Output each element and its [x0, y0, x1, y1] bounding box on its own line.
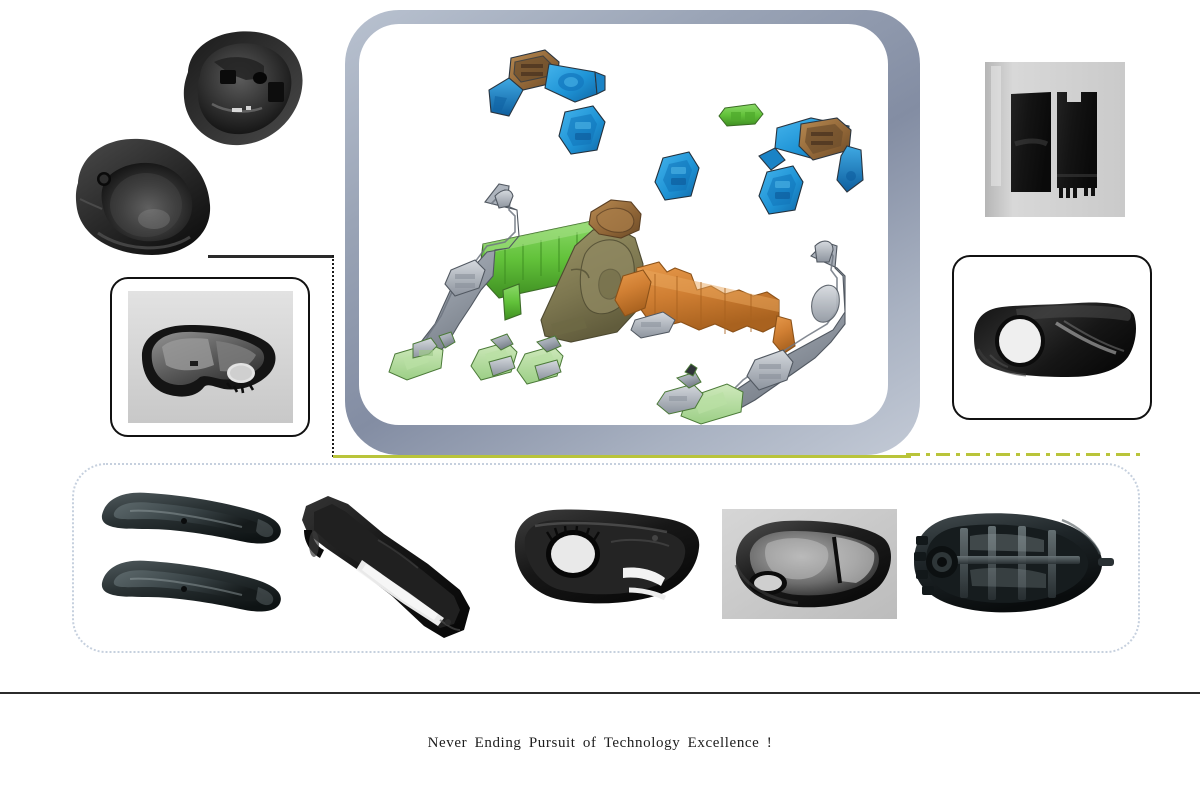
footer-divider [0, 692, 1200, 694]
knee-bolster-bracket-framed-photo [128, 291, 293, 423]
footer-tagline: Never Ending Pursuit of Technology Excel… [427, 735, 773, 751]
cad-assembly-panel [345, 10, 920, 455]
ribbed-column-housing-photo [902, 500, 1122, 625]
olive-accent-dash-dot-line [906, 453, 1144, 456]
defroster-duct-with-opening-photo [505, 498, 705, 623]
bottom-parts-group [72, 463, 1140, 653]
knee-bolster-bracket-frame [110, 277, 310, 437]
connector-line-vertical-dotted [332, 255, 334, 457]
airbag-cover-outer-view-photo [62, 125, 222, 265]
flat-trim-panels-pair-photo [985, 62, 1125, 217]
cowl-scoop-moulding-photo [722, 509, 897, 619]
air-duct-with-round-opening-frame [952, 255, 1152, 420]
olive-accent-line [333, 455, 911, 458]
connector-line-horizontal [208, 255, 334, 258]
long-support-bracket-photo [288, 490, 503, 645]
cad-panel-viewport [359, 24, 888, 425]
air-duct-with-round-opening-framed-photo [968, 279, 1140, 397]
twin-grab-handle-mouldings-photo [92, 485, 292, 635]
airbag-cover-inner-view-photo [160, 26, 310, 151]
